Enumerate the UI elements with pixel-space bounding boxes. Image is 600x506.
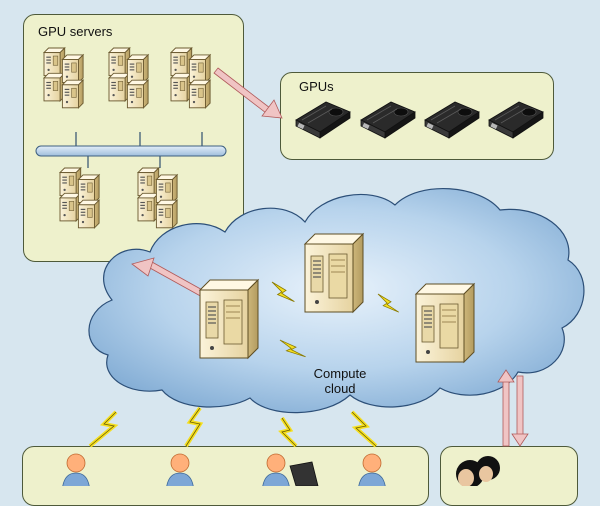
network-bus	[35, 132, 227, 168]
compute-cloud-label-line1: Compute	[313, 366, 367, 381]
gpu-card-2	[360, 101, 416, 139]
gpu-servers-label: GPU servers	[38, 24, 113, 39]
compute-cloud-label-line2: cloud	[324, 381, 356, 396]
gpus-label: GPUs	[299, 79, 334, 94]
gpu-card-3	[424, 101, 480, 139]
gpu-server-stack-3	[171, 48, 210, 108]
gpu-card-1	[295, 101, 351, 139]
gpu-server-stack-4	[60, 168, 99, 228]
gpu-server-stack-2	[109, 48, 148, 108]
client-person-1	[61, 453, 91, 486]
cloud-server-top	[304, 233, 364, 313]
cloud-server-left	[199, 279, 259, 359]
client-laptop	[289, 461, 319, 486]
lightning-client-2	[184, 406, 204, 448]
gpu-card-4	[488, 101, 544, 139]
lightning-client-1	[88, 410, 119, 448]
user-silhouettes	[456, 456, 500, 486]
lightning-client-3	[278, 416, 298, 448]
gpu-server-stack-5	[138, 168, 177, 228]
client-person-4	[357, 453, 387, 486]
lightning-client-4	[350, 410, 378, 448]
gpu-server-stack-1	[44, 48, 83, 108]
cloud-user-arrows	[497, 369, 529, 447]
compute-cloud-label: Compute cloud	[311, 366, 369, 396]
client-person-3	[261, 453, 291, 486]
cloud-server-right	[415, 283, 475, 363]
servers-to-gpus-arrow	[213, 67, 283, 119]
diagram-canvas	[35, 0, 585, 486]
client-person-2	[165, 453, 195, 486]
